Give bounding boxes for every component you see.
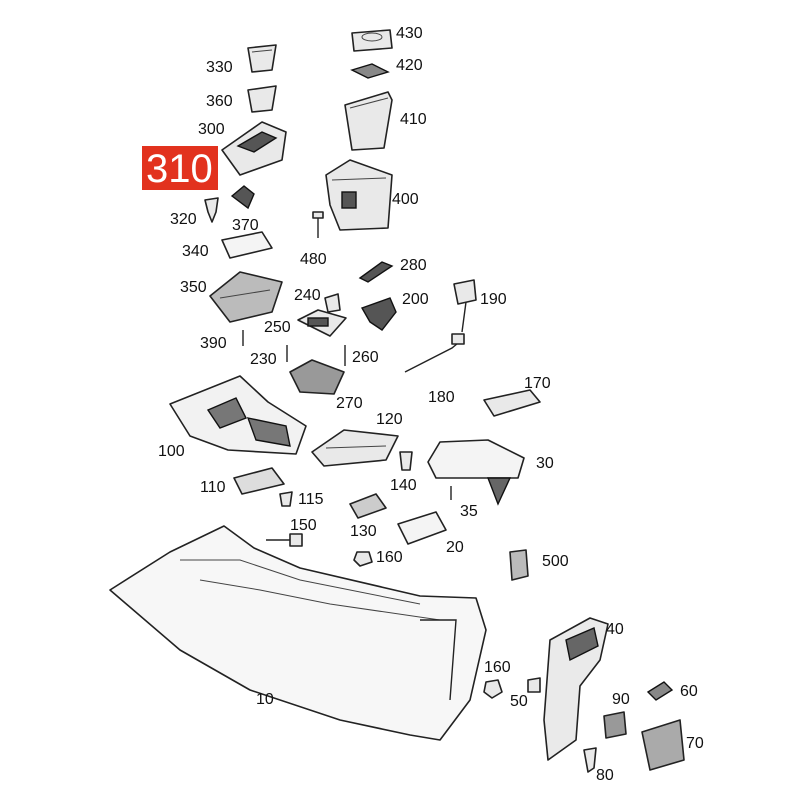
callout-340: 340 bbox=[182, 243, 209, 260]
callout-390: 390 bbox=[200, 335, 227, 352]
part-410-cup-holder bbox=[344, 91, 393, 151]
part-160-nut-lower bbox=[483, 679, 503, 699]
part-300-tray bbox=[221, 121, 287, 176]
part-100-trim-panel bbox=[169, 375, 307, 455]
part-480-screw bbox=[312, 211, 324, 238]
callout-110: 110 bbox=[200, 479, 226, 496]
part-270-module bbox=[289, 359, 345, 395]
part-280-strip bbox=[358, 261, 394, 283]
part-350-frame bbox=[209, 271, 283, 323]
part-250-switch-panel bbox=[297, 309, 347, 337]
callout-150: 150 bbox=[290, 517, 317, 534]
callout-170: 170 bbox=[524, 375, 551, 392]
part-400-holder-housing bbox=[325, 159, 393, 231]
callout-30: 30 bbox=[536, 455, 554, 472]
callout-230: 230 bbox=[250, 351, 277, 368]
callout-60: 60 bbox=[680, 683, 698, 700]
part-80-clip bbox=[583, 747, 597, 773]
highlight-label: 310 bbox=[146, 147, 213, 191]
callout-40: 40 bbox=[606, 621, 624, 638]
part-320-plug bbox=[204, 197, 219, 223]
callout-90: 90 bbox=[612, 691, 630, 708]
callout-330: 330 bbox=[206, 59, 233, 76]
part-10-center-console bbox=[109, 525, 487, 741]
part-150-screw bbox=[266, 533, 303, 547]
callout-270: 270 bbox=[336, 395, 363, 412]
part-420-pad bbox=[350, 63, 390, 79]
callout-50: 50 bbox=[510, 693, 528, 710]
part-120-cup-holder bbox=[311, 429, 399, 467]
part-50-clip bbox=[527, 677, 541, 693]
part-140-clip bbox=[399, 451, 413, 471]
callout-260: 260 bbox=[352, 349, 379, 366]
callout-80: 80 bbox=[596, 767, 614, 784]
part-70-cover bbox=[641, 719, 685, 771]
callout-360: 360 bbox=[206, 93, 233, 110]
callout-410: 410 bbox=[400, 111, 427, 128]
callout-190: 190 bbox=[480, 291, 507, 308]
part-170-lid bbox=[483, 389, 541, 417]
callout-140: 140 bbox=[390, 477, 417, 494]
callout-500: 500 bbox=[542, 553, 569, 570]
part-360-clip bbox=[247, 85, 277, 113]
part-370-bracket bbox=[230, 185, 255, 210]
callout-420: 420 bbox=[396, 57, 423, 74]
callout-200: 200 bbox=[402, 291, 429, 308]
part-240-clip bbox=[324, 293, 341, 313]
part-190-wire-connector bbox=[453, 279, 477, 333]
part-60-clip bbox=[646, 681, 674, 701]
callout-20: 20 bbox=[446, 539, 464, 556]
callout-10: 10 bbox=[256, 691, 274, 708]
callout-70: 70 bbox=[686, 735, 704, 752]
part-180-cable bbox=[404, 333, 465, 373]
part-20-mat bbox=[397, 511, 447, 545]
highlighted-callout-310: 310 bbox=[142, 146, 218, 191]
part-500-clip bbox=[509, 549, 529, 581]
callout-320: 320 bbox=[170, 211, 197, 228]
callout-35: 35 bbox=[460, 503, 478, 520]
part-110-mat bbox=[233, 467, 285, 495]
callout-430: 430 bbox=[396, 25, 423, 42]
callout-240: 240 bbox=[294, 287, 321, 304]
callout-370: 370 bbox=[232, 217, 259, 234]
part-30-armrest bbox=[427, 439, 525, 506]
part-40-rear-vent-panel bbox=[543, 617, 609, 761]
callout-120: 120 bbox=[376, 411, 403, 428]
part-330-clip bbox=[247, 44, 277, 73]
callout-480: 480 bbox=[300, 251, 327, 268]
callout-160-upper: 160 bbox=[376, 549, 403, 566]
callout-350: 350 bbox=[180, 279, 207, 296]
callout-160-lower: 160 bbox=[484, 659, 511, 676]
callout-400: 400 bbox=[392, 191, 419, 208]
callout-180: 180 bbox=[428, 389, 455, 406]
callout-115: 115 bbox=[298, 491, 324, 508]
callout-280: 280 bbox=[400, 257, 427, 274]
part-200-bracket bbox=[360, 297, 397, 331]
callout-250: 250 bbox=[264, 319, 291, 336]
part-340-mat bbox=[221, 231, 273, 259]
callout-130: 130 bbox=[350, 523, 377, 540]
part-115-clip bbox=[279, 491, 293, 507]
highlight-badge bbox=[142, 146, 218, 190]
callout-300: 300 bbox=[198, 121, 225, 138]
callout-100: 100 bbox=[158, 443, 185, 460]
part-130-mat bbox=[349, 493, 387, 519]
part-90-plug bbox=[603, 711, 627, 739]
part-430-cup-insert bbox=[351, 29, 393, 52]
part-160-nut-upper bbox=[353, 551, 373, 567]
